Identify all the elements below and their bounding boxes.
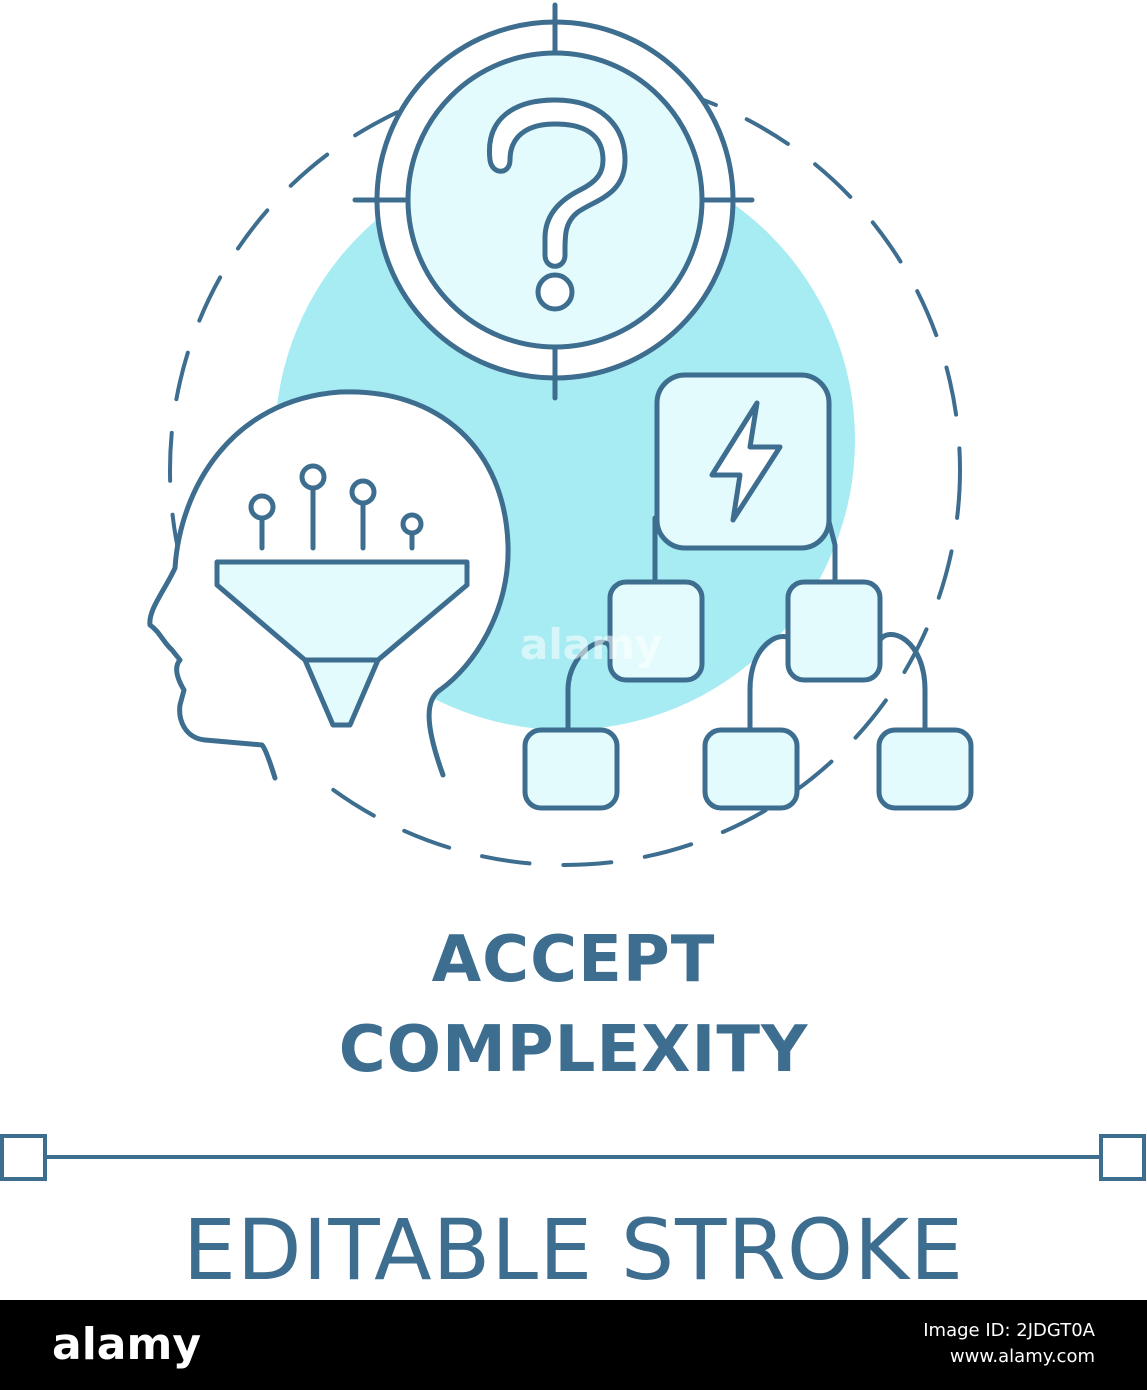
- handle-right: [1099, 1134, 1146, 1181]
- flowchart-bottom-box-2: [702, 727, 800, 811]
- concept-illustration: [147, 2, 974, 867]
- image-id: Image ID: 2JDGT0A: [923, 1320, 1095, 1341]
- flowchart-bottom-box-3: [876, 727, 974, 811]
- title-line-1: ACCEPT: [431, 923, 716, 997]
- site-url: www.alamy.com: [949, 1346, 1095, 1367]
- flowchart-bottom-box-1: [522, 727, 620, 811]
- footer-bar: alamy Image ID: 2JDGT0A www.alamy.com: [0, 1300, 1147, 1390]
- watermark: alamy: [520, 620, 663, 669]
- dashed-ring: [168, 73, 962, 867]
- flowchart-mid-box-left: [607, 579, 705, 683]
- footer-logo: alamy: [52, 1319, 201, 1370]
- title-line-2: COMPLEXITY: [338, 1013, 809, 1087]
- editable-stroke-label: EDITABLE STROKE: [182, 1201, 965, 1299]
- target-question-icon: [352, 2, 755, 401]
- footer-info: Image ID: 2JDGT0A www.alamy.com: [923, 1318, 1095, 1370]
- flowchart-mid-box-right: [785, 579, 883, 683]
- flowchart-lightning-icon: [522, 372, 974, 811]
- handle-left: [0, 1134, 47, 1181]
- editable-stroke-line: [0, 1134, 1146, 1181]
- head-funnel-icon: [147, 389, 511, 781]
